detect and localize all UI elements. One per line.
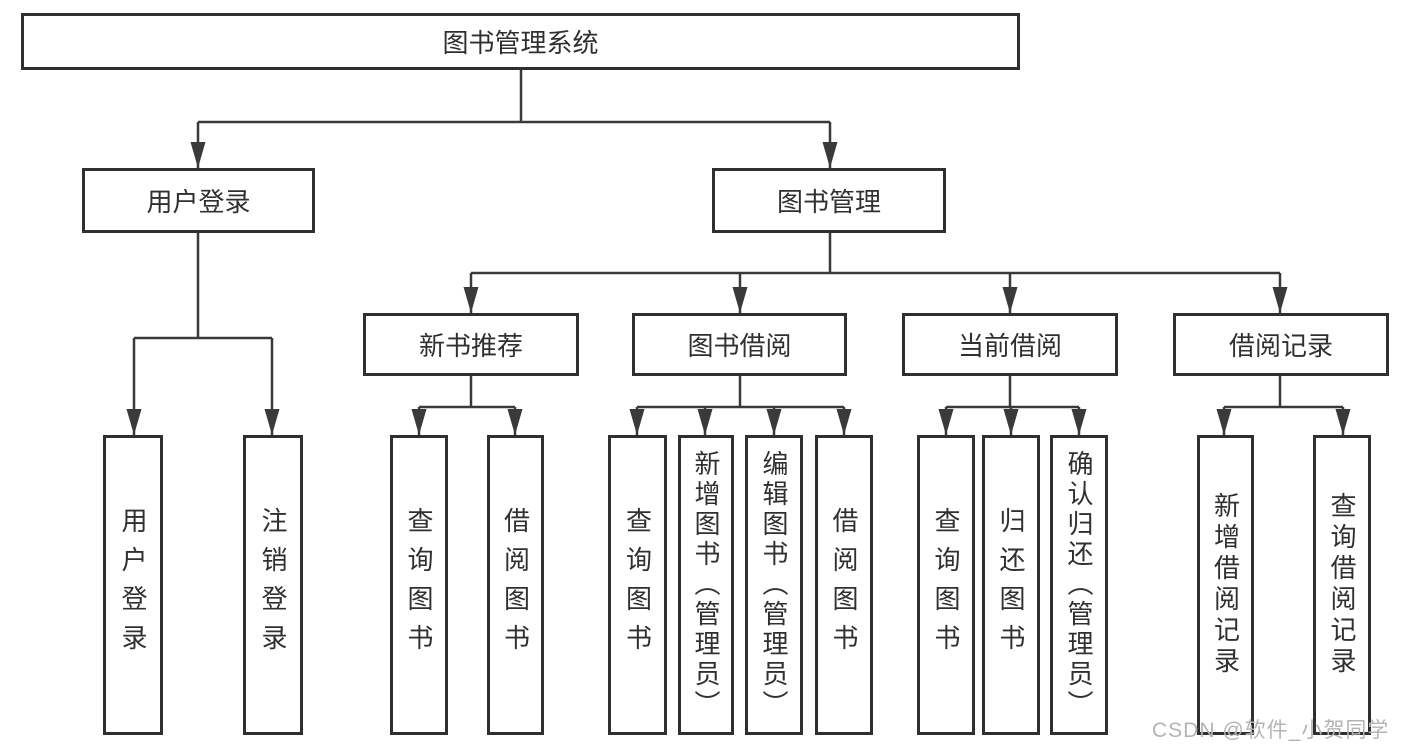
leaf-label: 查询图书	[404, 507, 434, 663]
arrowhead-icon	[126, 409, 142, 435]
node-label: 图书管理	[776, 187, 881, 217]
arrowhead-icon	[463, 287, 479, 313]
node-label: 新书推荐	[418, 331, 523, 361]
leaf-label: 归还图书	[996, 507, 1026, 663]
arrowhead-icon	[836, 409, 852, 435]
connector-root-to-level1	[196, 70, 832, 168]
leaf-confirm-return-admin: 确认归还（管理员）	[1050, 435, 1108, 735]
arrowhead-icon	[1216, 409, 1232, 435]
leaf-borrow-books-recommend: 借阅图书	[487, 435, 544, 735]
watermark: CSDN @软件_小贺同学	[1152, 719, 1390, 742]
node-label: 当前借阅	[957, 331, 1062, 361]
arrowhead-icon	[190, 142, 206, 168]
node-borrow-records: 借阅记录	[1173, 313, 1389, 376]
leaf-label: 查询图书	[931, 507, 961, 663]
node-label: 用户登录	[146, 187, 251, 217]
leaf-edit-book-admin: 编辑图书（管理员）	[745, 435, 803, 735]
arrowhead-icon	[1002, 287, 1018, 313]
leaf-query-borrow-record: 查询借阅记录	[1313, 435, 1371, 735]
leaf-label: 确认归还（管理员）	[1064, 450, 1094, 720]
node-user-login: 用户登录	[82, 168, 315, 233]
node-book-management: 图书管理	[712, 168, 946, 233]
arrowhead-icon	[507, 409, 523, 435]
leaf-label: 编辑图书（管理员）	[759, 450, 789, 720]
connector-paths	[132, 70, 1345, 435]
arrowhead-icon	[732, 287, 748, 313]
arrowhead-icon	[766, 409, 782, 435]
leaf-add-borrow-record: 新增借阅记录	[1197, 435, 1254, 735]
node-label: 图书管理系统	[442, 28, 599, 58]
leaf-query-books-current: 查询图书	[917, 435, 975, 735]
leaf-user-login: 用户登录	[103, 435, 163, 735]
node-new-book-recommend: 新书推荐	[363, 313, 579, 376]
node-label: 借阅记录	[1228, 331, 1333, 361]
arrowhead-icon	[264, 409, 280, 435]
leaf-add-book-admin: 新增图书（管理员）	[678, 435, 734, 735]
connector-management-to-level2	[469, 233, 1282, 313]
connector-borrow-to-leaves	[635, 376, 846, 435]
arrowhead-icon	[411, 409, 427, 435]
arrowheads	[126, 142, 1351, 435]
leaf-label: 新增借阅记录	[1210, 492, 1241, 678]
leaf-label: 查询图书	[622, 507, 653, 663]
leaf-label: 注销登录	[258, 507, 288, 663]
arrowhead-icon	[697, 409, 713, 435]
leaf-query-books-borrow: 查询图书	[608, 435, 667, 735]
leaf-query-books-recommend: 查询图书	[390, 435, 448, 735]
arrowhead-icon	[629, 409, 645, 435]
arrowhead-icon	[938, 409, 954, 435]
arrowhead-icon	[822, 142, 838, 168]
leaf-return-book: 归还图书	[982, 435, 1040, 735]
arrowhead-icon	[1071, 409, 1087, 435]
connector-records-to-leaves	[1222, 376, 1345, 435]
leaf-label: 用户登录	[118, 507, 148, 663]
leaf-label: 借阅图书	[500, 507, 531, 663]
node-root: 图书管理系统	[21, 13, 1020, 70]
node-current-borrow: 当前借阅	[902, 313, 1118, 376]
connector-login-to-leaves	[132, 233, 274, 435]
leaf-label: 查询借阅记录	[1327, 492, 1357, 678]
node-label: 图书借阅	[687, 331, 792, 361]
leaf-label: 新增图书（管理员）	[691, 450, 721, 720]
leaf-borrow-books: 借阅图书	[815, 435, 873, 735]
connector-recommend-to-leaves	[417, 376, 517, 435]
leaf-logout: 注销登录	[243, 435, 303, 735]
node-book-borrow: 图书借阅	[632, 313, 847, 376]
arrowhead-icon	[1003, 409, 1019, 435]
arrowhead-icon	[1272, 287, 1288, 313]
arrowhead-icon	[1335, 409, 1351, 435]
leaf-label: 借阅图书	[829, 507, 859, 663]
